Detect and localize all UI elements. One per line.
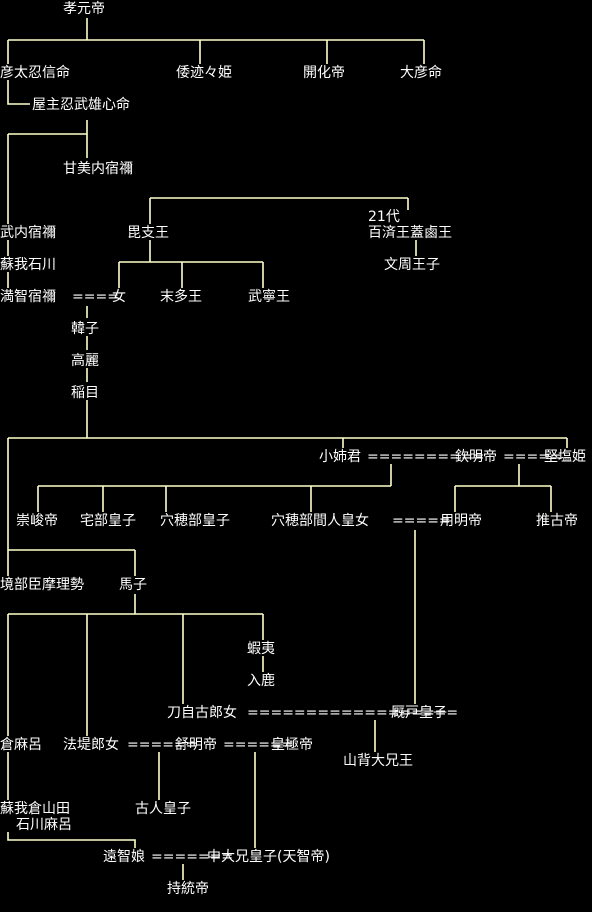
node-buneio: 武寧王 — [248, 288, 290, 305]
node-dai21: 21代 — [368, 209, 400, 225]
node-soga-ishikawa: 蘇我石川 — [0, 257, 56, 273]
node-yamatoto: 倭迹々姫 — [176, 65, 232, 81]
node-suiko: 推古帝 — [536, 513, 578, 529]
node-kuramaro: 倉麻呂 — [0, 737, 42, 753]
connector-lines — [7, 18, 568, 880]
node-iruka: 入鹿 — [247, 672, 275, 689]
marriage-kinmei-kitashi: ===== — [503, 449, 562, 465]
node-gaero: 百済王蓋鹵王 — [368, 224, 452, 241]
node-suttao: 末多王 — [160, 288, 202, 305]
node-emishi: 蝦夷 — [247, 641, 275, 657]
node-umashi: 甘美内宿禰 — [63, 160, 133, 177]
marriage-hotete-jomei: ====== — [127, 737, 197, 753]
node-ishikawa-maro: 石川麻呂 — [16, 817, 72, 833]
node-takeuchi: 武内宿禰 — [0, 224, 56, 241]
node-hashihito: 穴穂部間人皇女 — [271, 512, 369, 529]
node-anahobe: 穴穂部皇子 — [160, 513, 230, 529]
node-furuhito: 古人皇子 — [135, 801, 191, 817]
node-umayado: 厩戸皇子 — [391, 705, 447, 721]
marriage-machi-onna: ==== — [72, 289, 119, 305]
marriage-hashihito-yomei: ===== — [392, 513, 451, 529]
node-machi: 満智宿禰 — [0, 288, 56, 305]
node-yanushi: 屋主忍武雄心命 — [32, 96, 130, 113]
node-sushun: 崇峻帝 — [16, 513, 58, 529]
marriage-tojiko-umayado: ================== — [247, 705, 458, 721]
node-sakaibe: 境部臣摩理勢 — [0, 576, 84, 593]
node-tojiko: 刀自古郎女 — [167, 704, 237, 721]
marriage-oane-kinmei: ========== — [367, 449, 484, 465]
node-oane: 小姉君 — [319, 449, 361, 465]
node-jito: 持統帝 — [167, 881, 209, 897]
node-soga-kura-yamada: 蘇我倉山田 — [0, 801, 70, 817]
node-hikofutsu: 彦太忍信命 — [0, 64, 70, 81]
node-karako: 韓子 — [71, 321, 99, 337]
node-yomei: 用明帝 — [440, 513, 482, 529]
node-iname: 稲目 — [71, 385, 99, 401]
node-kinmei: 欽明帝 — [455, 449, 497, 465]
node-bunshu: 文周王子 — [384, 257, 440, 273]
node-ohiko: 大彦命 — [400, 64, 442, 81]
node-kitashi: 堅塩姫 — [544, 449, 586, 465]
node-onna: 女 — [112, 288, 126, 305]
node-hishi: 毘支王 — [127, 225, 169, 241]
node-koan: 孝元帝 — [63, 1, 105, 17]
node-umako: 馬子 — [119, 577, 147, 593]
node-yakabe: 宅部皇子 — [80, 513, 136, 529]
node-yamashiro: 山背大兄王 — [343, 753, 413, 769]
node-nakanooe: 中大兄皇子(天智帝) — [207, 849, 330, 865]
marriage-jomei-kogyoku: ====== — [223, 737, 293, 753]
marriage-ochi-naka: ======= — [151, 849, 233, 865]
node-hotete: 法堤郎女 — [63, 736, 119, 753]
node-kogyoku: 皇極帝 — [271, 737, 313, 753]
node-ochi: 遠智娘 — [103, 849, 145, 865]
person-labels: 孝元帝 彦太忍信命 倭迹々姫 開化帝 大彦命 屋主忍武雄心命 甘美内宿禰 21代… — [0, 1, 586, 897]
node-jomei: 舒明帝 — [175, 737, 217, 753]
node-kaika: 開化帝 — [303, 65, 345, 81]
node-koma: 高麗 — [71, 352, 99, 369]
